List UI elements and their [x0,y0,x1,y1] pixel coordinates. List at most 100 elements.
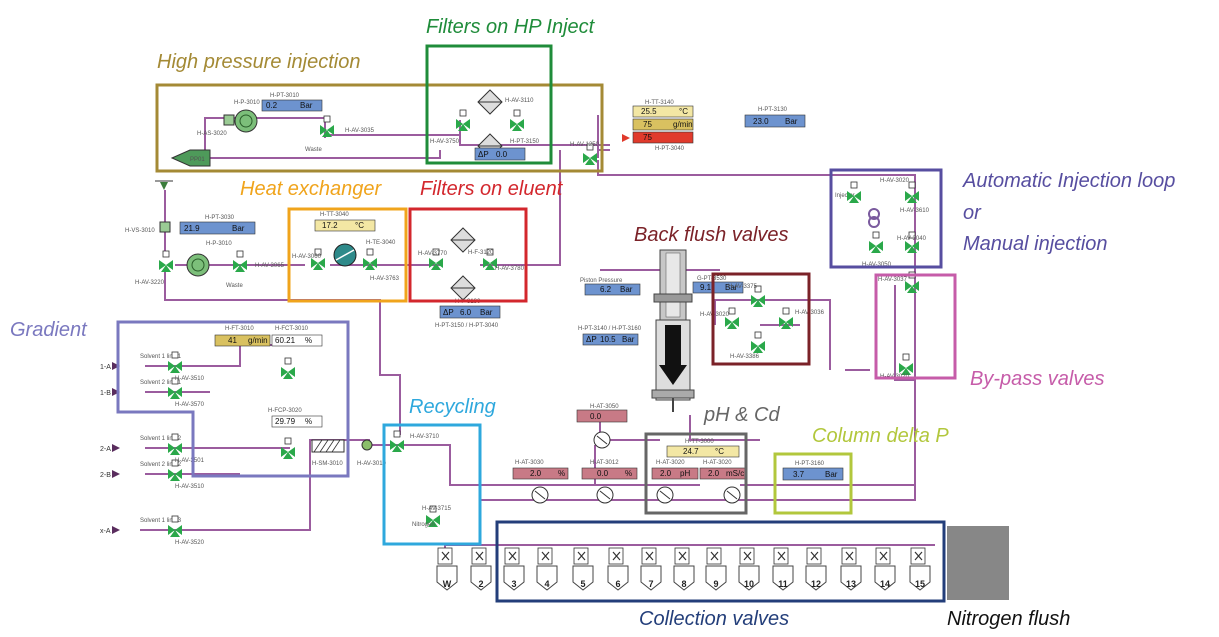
svg-text:Solvent 1 line 2: Solvent 1 line 2 [140,436,182,442]
svg-text:H-AV-3060: H-AV-3060 [292,254,322,260]
svg-text:1-A: 1-A [100,364,111,371]
svg-text:H-AV-3510: H-AV-3510 [175,484,205,490]
svg-text:2.0: 2.0 [660,469,672,478]
gradient-mixer: H-FT-3010 H-FCT-3010 41 g/min 60.21 % H-… [100,326,387,546]
svg-text:29.79: 29.79 [275,417,296,426]
svg-text:H-PT-3040: H-PT-3040 [655,146,685,152]
label-filters-hp: Filters on HP Inject [426,16,595,38]
label-collection: Collection valves [639,608,790,630]
label-column-delta-p: Column delta P [812,425,949,447]
eluent-filters: H-AV-3770 H-F-3120 H-AV-3780 H-F-3130 ΔP… [418,227,525,329]
collection-outlet-label: W [443,579,452,589]
svg-text:H-AV-3520: H-AV-3520 [175,540,205,546]
svg-text:Bar: Bar [825,470,838,479]
label-auto-injection-1: Automatic Injection loop [963,170,1176,192]
svg-text:H-FCT-3010: H-FCT-3010 [275,326,309,332]
svg-text:H-AV-3770: H-AV-3770 [418,251,448,257]
svg-text:75: 75 [643,133,652,142]
svg-text:2.0: 2.0 [530,469,542,478]
svg-text:9.1: 9.1 [700,283,712,292]
svg-text:H-FCP-3020: H-FCP-3020 [268,408,302,414]
svg-text:H-SM-3010: H-SM-3010 [312,461,343,467]
svg-text:H-AT-3030: H-AT-3030 [515,460,544,466]
svg-text:°C: °C [355,221,364,230]
svg-text:60.21: 60.21 [275,336,296,345]
svg-text:17.2: 17.2 [322,221,338,230]
svg-text:H-AV-3037: H-AV-3037 [878,277,908,283]
svg-text:H-AV-3020: H-AV-3020 [880,178,910,184]
collection-outlet-label: 12 [811,579,821,589]
label-filters-eluent: Filters on eluent [420,178,563,200]
nitrogen-flush-block [947,526,1009,600]
frame-column-delta-p [773,452,853,515]
label-high-pressure: High pressure injection [157,51,361,73]
svg-text:%: % [558,469,565,478]
svg-text:%: % [305,336,312,345]
svg-text:%: % [625,469,632,478]
svg-text:Solvent 2 line 1: Solvent 2 line 1 [140,380,182,386]
column-section: Piston Pressure 6.2 Bar G-PT-3530 9.1 Ba… [578,249,744,412]
hp-filters: H-AV-3110 H-AV-3750 H-PT-3150 ΔP 0.0 H-A… [430,89,600,166]
frame-heat-exchanger [287,207,408,303]
collection-outlet-label: 3 [511,579,516,589]
svg-text:x-A: x-A [100,528,111,535]
svg-text:2.0: 2.0 [708,469,720,478]
svg-text:Solvent 1 line 3: Solvent 1 line 3 [140,518,182,524]
svg-text:H-P-3010: H-P-3010 [206,241,232,247]
recycling-valves: H-AV-3710 H-AV-3715 Nitrogen [389,430,452,528]
svg-text:H-AV-3610: H-AV-3610 [900,208,930,214]
svg-text:H-AT-3050: H-AT-3050 [590,404,619,410]
svg-text:H-AV-3110: H-AV-3110 [505,98,534,104]
svg-text:H-PT-3140 / H-PT-3160: H-PT-3140 / H-PT-3160 [578,326,642,332]
svg-text:%: % [305,417,312,426]
svg-text:ΔP: ΔP [443,308,454,317]
svg-text:H-AV-3510: H-AV-3510 [175,376,205,382]
svg-text:H-AV-3220: H-AV-3220 [135,280,165,286]
svg-text:H-TT-3000: H-TT-3000 [685,439,714,445]
frame-recycling [382,423,482,546]
section-frames [116,44,957,603]
label-back-flush: Back flush valves [634,224,789,246]
svg-text:°C: °C [715,447,724,456]
svg-text:Solvent 1 line 1: Solvent 1 line 1 [140,354,182,360]
svg-text:H-AV-3750: H-AV-3750 [430,139,460,145]
svg-text:6.2: 6.2 [600,285,612,294]
svg-text:H-AV-3020: H-AV-3020 [700,312,730,318]
svg-text:H-VS-3010: H-VS-3010 [125,228,155,234]
collection-outlet-label: 7 [648,579,653,589]
svg-text:0.2: 0.2 [266,101,278,110]
frame-back-flush [711,272,811,366]
frame-filters-eluent [408,207,528,303]
svg-text:H-AV-3763: H-AV-3763 [370,276,400,282]
svg-text:°C: °C [679,107,688,116]
svg-text:H-TT-3140: H-TT-3140 [645,100,674,106]
svg-text:0.0: 0.0 [590,412,602,421]
svg-text:H-AV-1250: H-AV-1250 [570,142,600,148]
collection-outlet-label: 4 [544,579,549,589]
label-heat-exchanger: Heat exchanger [240,178,382,200]
hp-pump-section: H-P-3010 PP01 H-AS-3020 H-AV-3035 Waste … [170,93,375,167]
collection-outlet-label: 10 [744,579,754,589]
svg-text:ΔP: ΔP [586,335,597,344]
svg-text:H-TT-3040: H-TT-3040 [320,212,349,218]
collection-outlet-label: 15 [915,579,925,589]
frame-auto-injection [829,168,943,269]
svg-text:Bar: Bar [480,308,493,317]
svg-text:H-PT-3150: H-PT-3150 [510,139,540,145]
top-readouts: H-TT-3140 25.5 °C 75 g/min 75 H-PT-3040 … [622,100,806,152]
label-gradient: Gradient [10,319,87,341]
frame-ph-cd [644,432,748,515]
label-auto-injection-3: Manual injection [963,233,1108,255]
svg-text:Waste: Waste [226,283,243,289]
svg-text:H-PT-3150 / H-PT-3040: H-PT-3150 / H-PT-3040 [435,323,499,329]
svg-text:75: 75 [643,120,652,129]
svg-text:H-AV-3050: H-AV-3050 [862,262,892,268]
svg-text:2-B: 2-B [100,472,111,479]
svg-text:ΔP: ΔP [478,150,489,159]
eluent-pump-section: H-VS-3010 H-AV-3220 H-P-3010 H-PT-3030 2… [125,180,285,289]
collection-outlet-label: 14 [880,579,890,589]
svg-text:Nitrogen: Nitrogen [412,522,435,528]
svg-text:3.7: 3.7 [793,470,805,479]
label-auto-injection-2: or [963,202,981,224]
